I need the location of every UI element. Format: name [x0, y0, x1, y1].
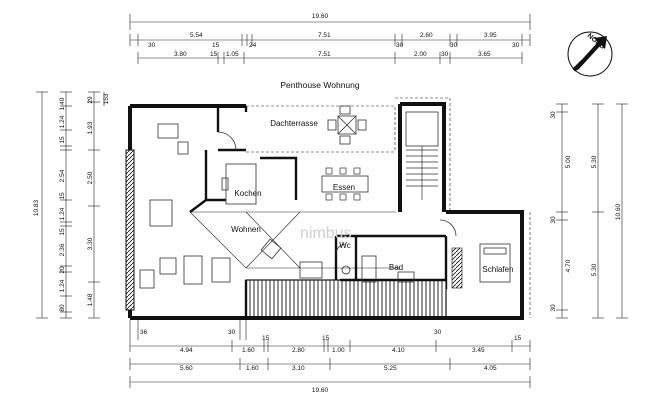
room-label-essen: Essen: [333, 183, 355, 192]
left-dim-29: 29: [87, 96, 94, 104]
north-arrow-icon: NORD: [567, 31, 613, 77]
right-dimensions: 30 5.00 30 4.70 30 5.30 5.30 10.60: [550, 103, 628, 319]
left-dim-15a: 15: [59, 136, 66, 144]
room-label-wohnen: Wohnen: [231, 225, 261, 234]
left-dim-254: 2.54: [59, 169, 66, 182]
room-label-kochen: Kochen: [234, 189, 261, 198]
top-dim-30c: 30: [450, 42, 458, 49]
bottom-dim-560: 5.60: [180, 365, 193, 372]
top-dim-105: 1.05: [226, 51, 239, 58]
left-dim-124b: 1.24: [59, 207, 66, 220]
watermark: nimbus: [300, 225, 352, 242]
building: [125, 97, 531, 320]
top-dim-200: 2.00: [414, 51, 427, 58]
left-dim-153: 153: [103, 93, 110, 104]
top-dim-365: 3.65: [478, 51, 491, 58]
bottom-dim-494: 4.94: [180, 347, 193, 354]
top-total-dim: 19.60: [312, 13, 329, 20]
bottom-dim-15b: 15: [322, 335, 330, 342]
left-dim-15b: 15: [59, 192, 66, 200]
top-dim-30d: 30: [512, 42, 520, 49]
bottom-dim-30b: 30: [434, 329, 442, 336]
top-dim-30a: 30: [148, 42, 156, 49]
bottom-dim-345: 3.45: [472, 347, 485, 354]
bottom-dim-280: 2.80: [292, 347, 305, 354]
left-dim-236: 2.36: [59, 243, 66, 256]
bottom-dim-160a: 1.60: [242, 347, 255, 354]
top-dim-751a: 7.51: [318, 32, 331, 39]
bottom-dim-410: 4.10: [392, 347, 405, 354]
left-dim-250: 2.50: [87, 171, 94, 184]
room-label-bad: Bad: [389, 263, 403, 272]
bottom-dim-100: 1.00: [332, 347, 345, 354]
bottom-dim-525: 5.25: [384, 365, 397, 372]
left-dim-15c: 15: [59, 228, 66, 236]
right-dim-530b: 5.30: [591, 263, 598, 276]
top-dimensions: 19.60 30 5.54 15 24 7.51 30 2.60 30 3.95…: [129, 13, 531, 64]
left-total-dim: 10.83: [33, 199, 40, 216]
left-dim-148: 1.48: [87, 293, 94, 306]
left-dim-140: 1.40: [59, 97, 66, 110]
bottom-dim-30a: 30: [228, 329, 236, 336]
plan-title: Penthouse Wohnung: [280, 80, 360, 90]
left-dim-20: 20: [59, 266, 66, 274]
bottom-dim-15c: 15: [514, 335, 522, 342]
bottom-dim-160b: 1.60: [246, 365, 259, 372]
top-dim-30e: 30: [441, 51, 449, 58]
bottom-dimensions: 36 30 30 4.94 1.60 15 2.80 15 1.00 4.10 …: [129, 320, 531, 394]
top-dim-24: 24: [249, 42, 257, 49]
left-dimensions: 10.83 1.40 1.24 15 2.54 15 1.24 15 2.36 …: [33, 91, 110, 319]
left-dim-124a: 1.24: [59, 115, 66, 128]
top-dim-751b: 7.51: [318, 51, 331, 58]
right-dim-530a: 5.30: [591, 155, 598, 168]
bottom-dim-36: 36: [140, 329, 148, 336]
left-dim-193: 1.93: [87, 121, 94, 134]
right-dim-30a: 30: [550, 111, 557, 119]
room-label-wc: Wc: [339, 241, 351, 250]
top-dim-380: 3.80: [174, 51, 187, 58]
left-dim-330: 3.30: [87, 237, 94, 250]
bottom-total-dim: 19.60: [312, 387, 329, 394]
right-dim-470: 4.70: [565, 259, 572, 272]
right-total-dim: 10.60: [615, 203, 622, 220]
bottom-dim-405: 4.05: [484, 365, 497, 372]
bottom-dim-15a: 15: [262, 335, 270, 342]
room-label-schlafen: Schlafen: [482, 265, 513, 274]
left-dim-80: 80: [59, 304, 66, 312]
top-dim-15a: 15: [212, 42, 220, 49]
right-dim-30c: 30: [550, 304, 557, 312]
top-dim-260: 2.60: [420, 32, 433, 39]
right-dim-30b: 30: [550, 216, 557, 224]
top-dim-395: 3.95: [484, 32, 497, 39]
top-dim-554: 5.54: [190, 32, 203, 39]
top-dim-30b: 30: [396, 42, 404, 49]
room-label-dachterrasse: Dachterrasse: [270, 119, 318, 128]
right-dim-500: 5.00: [565, 155, 572, 168]
left-dim-124c: 1.24: [59, 279, 66, 292]
top-dim-15b: 15: [210, 51, 218, 58]
bottom-dim-310: 3.10: [292, 365, 305, 372]
